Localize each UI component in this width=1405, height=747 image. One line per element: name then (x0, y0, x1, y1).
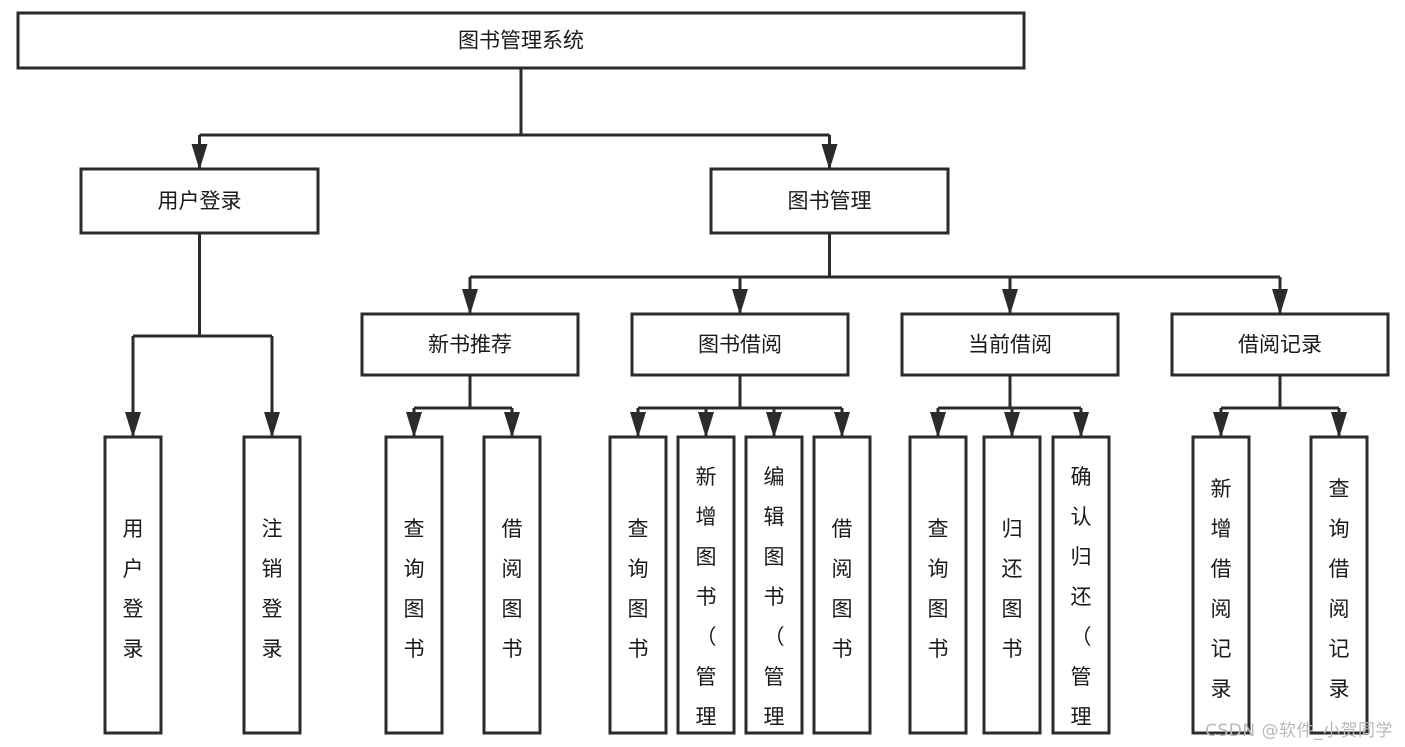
node-box (709, 167, 950, 235)
node-leaf_query_record[interactable]: 查询借阅记录 (1309, 435, 1369, 735)
node-root[interactable]: 图书管理系统 (16, 11, 1026, 70)
node-leaf_query_book_1[interactable]: 查询图书 (384, 435, 444, 735)
node-label: 新增借阅记录 (1211, 477, 1232, 701)
node-label: 查询图书 (404, 517, 425, 661)
node-label: 用户登录 (123, 517, 144, 661)
node-box (1309, 435, 1369, 735)
node-book_mgmt[interactable]: 图书管理 (709, 167, 950, 235)
node-box (982, 435, 1042, 735)
node-user_login[interactable]: 用户登录 (79, 167, 320, 235)
node-label: 查询图书 (628, 517, 649, 661)
nodes-layer: 图书管理系统用户登录图书管理新书推荐图书借阅当前借阅借阅记录用户登录注销登录查询… (16, 11, 1390, 747)
node-leaf_query_book_3[interactable]: 查询图书 (908, 435, 968, 735)
node-leaf_logout[interactable]: 注销登录 (242, 435, 302, 735)
node-label: 用户登录 (158, 189, 242, 213)
node-label: 注销登录 (262, 517, 283, 661)
node-box (1191, 435, 1251, 735)
node-label: 借阅记录 (1238, 333, 1322, 357)
node-label: 查询图书 (928, 517, 949, 661)
node-leaf_return_book[interactable]: 归还图书 (982, 435, 1042, 735)
node-box (79, 167, 320, 235)
node-book_borrow[interactable]: 图书借阅 (630, 312, 850, 377)
node-box (16, 11, 1026, 70)
node-box (630, 312, 850, 377)
node-label: 新增图书（管理员） (696, 465, 717, 747)
node-box (908, 435, 968, 735)
node-label: 图书借阅 (698, 333, 782, 357)
node-leaf_add_book[interactable]: 新增图书（管理员） (676, 435, 736, 747)
node-box (360, 312, 580, 377)
node-label: 编辑图书（管理员） (764, 465, 785, 747)
node-label: 图书管理 (788, 189, 872, 213)
node-box (608, 435, 668, 735)
node-box (384, 435, 444, 735)
node-leaf_borrow_book_1[interactable]: 借阅图书 (482, 435, 542, 735)
node-new_book_rec[interactable]: 新书推荐 (360, 312, 580, 377)
node-box (242, 435, 302, 735)
node-label: 确认归还（管理员） (1071, 465, 1092, 747)
node-leaf_query_book_2[interactable]: 查询图书 (608, 435, 668, 735)
node-box (482, 435, 542, 735)
node-box (1170, 312, 1390, 377)
node-leaf_user_login[interactable]: 用户登录 (103, 435, 163, 735)
node-leaf_edit_book[interactable]: 编辑图书（管理员） (744, 435, 804, 747)
node-box (812, 435, 872, 735)
node-label: 当前借阅 (968, 333, 1052, 357)
node-label: 归还图书 (1002, 517, 1023, 661)
node-current_borrow[interactable]: 当前借阅 (900, 312, 1120, 377)
node-box (676, 435, 736, 735)
node-borrow_record[interactable]: 借阅记录 (1170, 312, 1390, 377)
node-label: 图书管理系统 (458, 29, 584, 53)
node-box (744, 435, 804, 735)
node-label: 借阅图书 (502, 517, 523, 661)
node-leaf_add_record[interactable]: 新增借阅记录 (1191, 435, 1251, 735)
node-box (103, 435, 163, 735)
node-leaf_confirm_return[interactable]: 确认归还（管理员） (1051, 435, 1111, 747)
node-label: 新书推荐 (428, 333, 512, 357)
node-box (1051, 435, 1111, 735)
node-leaf_borrow_book_2[interactable]: 借阅图书 (812, 435, 872, 735)
node-box (900, 312, 1120, 377)
node-label: 借阅图书 (832, 517, 853, 661)
node-label: 查询借阅记录 (1329, 477, 1350, 701)
edges-layer (125, 68, 1347, 438)
